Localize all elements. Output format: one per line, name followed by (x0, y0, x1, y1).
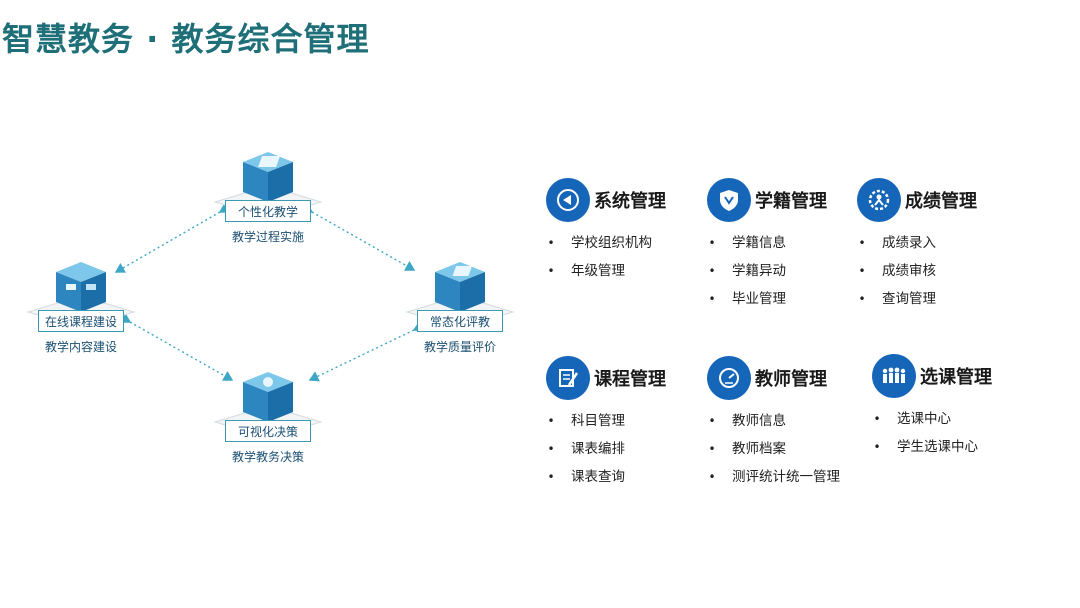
module-title: 选课管理 (920, 367, 992, 388)
node-label: 在线课程建设 (38, 310, 124, 332)
node-visual-decision: 可视化决策 教学教务决策 (213, 368, 323, 488)
list-item: •成绩录入 (858, 235, 936, 251)
module-course-selection: 选课管理 •选课中心 •学生选课中心 (872, 353, 1022, 461)
list-item: •课表编排 (547, 441, 625, 457)
people-icon (872, 354, 916, 398)
list-item: •学校组织机构 (547, 235, 652, 251)
node-caption: 教学质量评价 (423, 340, 496, 354)
list-item: •教师档案 (708, 441, 786, 457)
node-caption: 教学过程实施 (231, 230, 304, 244)
list-item: •学生选课中心 (873, 439, 978, 455)
building-cube-icon (56, 262, 106, 312)
play-left-icon (546, 178, 590, 222)
document-cube-icon (435, 262, 485, 312)
module-teachers: 教师管理 •教师信息 •教师档案 •测评统计统一管理 (707, 355, 857, 491)
module-title: 教师管理 (755, 369, 827, 390)
node-personalized-teaching: 个性化教学 教学过程实施 (213, 148, 323, 268)
module-courses: 课程管理 •科目管理 •课表编排 •课表查询 (546, 355, 696, 491)
list-item: •年级管理 (547, 263, 625, 279)
list-item: •课表查询 (547, 469, 625, 485)
list-item: •毕业管理 (708, 291, 786, 307)
module-title: 课程管理 (594, 369, 666, 390)
node-regular-evaluation: 常态化评教 教学质量评价 (405, 258, 515, 378)
diagram-connectors (114, 202, 424, 382)
list-item: •选课中心 (873, 411, 951, 427)
chart-cube-icon (243, 372, 293, 422)
module-title: 学籍管理 (755, 191, 827, 212)
list-item: •学籍异动 (708, 263, 786, 279)
list-item: •查询管理 (858, 291, 936, 307)
node-label: 个性化教学 (225, 200, 311, 222)
gauge-icon (707, 356, 751, 400)
connector-right-bottom (308, 321, 424, 382)
node-label: 常态化评教 (417, 310, 503, 332)
connector-top-left (114, 202, 231, 273)
gear-person-icon (857, 178, 901, 222)
notepad-pen-icon (546, 356, 590, 400)
module-system-management: 系统管理 •学校组织机构 •年级管理 (546, 177, 696, 285)
tablet-cube-icon (243, 152, 293, 202)
page-title: 智慧教务 · 教务综合管理 (2, 20, 370, 58)
module-grades: 成绩管理 •成绩录入 •成绩审核 •查询管理 (857, 177, 1007, 313)
module-title: 成绩管理 (905, 191, 977, 212)
node-caption: 教学教务决策 (231, 450, 304, 464)
list-item: •学籍信息 (708, 235, 786, 251)
list-item: •成绩审核 (858, 263, 936, 279)
shield-icon (707, 178, 751, 222)
module-student-records: 学籍管理 •学籍信息 •学籍异动 •毕业管理 (707, 177, 857, 313)
node-online-course: 在线课程建设 教学内容建设 (26, 258, 136, 378)
list-item: •教师信息 (708, 413, 786, 429)
node-caption: 教学内容建设 (44, 340, 117, 354)
node-label: 可视化决策 (225, 420, 311, 442)
list-item: •科目管理 (547, 413, 625, 429)
list-item: •测评统计统一管理 (708, 469, 840, 485)
module-title: 系统管理 (594, 191, 666, 212)
